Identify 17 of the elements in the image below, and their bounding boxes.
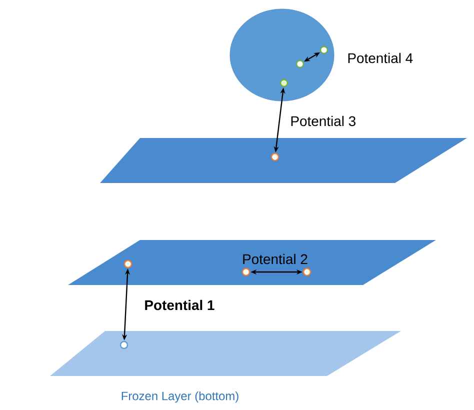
sphere bbox=[230, 8, 334, 102]
edge-label: Potential 4 bbox=[348, 52, 413, 64]
point-marker bbox=[302, 268, 312, 276]
point-marker bbox=[296, 60, 304, 68]
point-marker bbox=[124, 260, 132, 268]
point-marker bbox=[270, 152, 280, 162]
edge-label: Potential 2 bbox=[243, 254, 308, 264]
point-marker bbox=[320, 46, 328, 54]
point-marker bbox=[120, 340, 128, 350]
plane bbox=[68, 240, 436, 285]
edge-label: Potential 3 bbox=[291, 116, 356, 126]
plane bbox=[100, 138, 467, 183]
point-marker bbox=[280, 78, 288, 88]
node-label: Frozen Layer (bottom) bbox=[122, 391, 238, 403]
plane: Frozen Layer (bottom) bbox=[50, 331, 401, 403]
point-marker bbox=[242, 268, 250, 276]
edge-label: Potential 1 bbox=[145, 300, 214, 310]
